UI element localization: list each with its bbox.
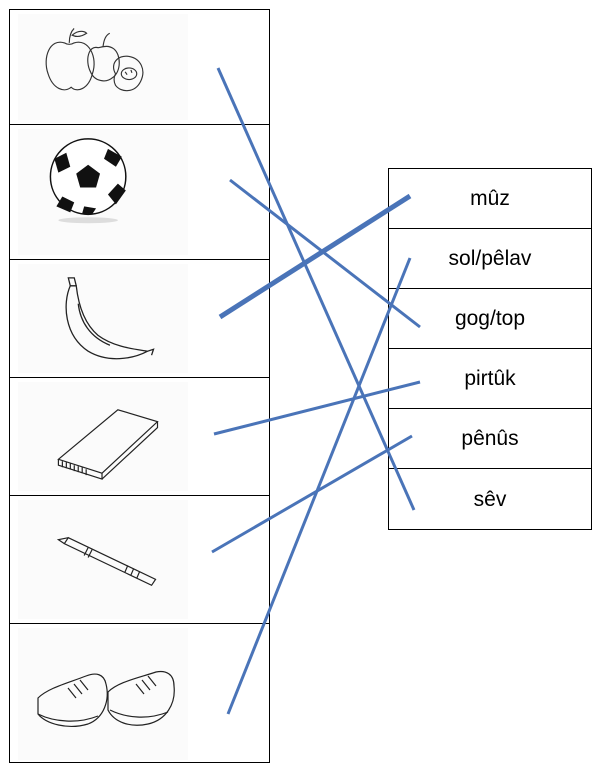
word-cell: mûz xyxy=(389,169,591,229)
picture-cell-ball xyxy=(10,125,269,260)
picture-cell-pen xyxy=(10,496,269,624)
word-cell: sêv xyxy=(473,488,507,511)
word-cell: gog/top xyxy=(389,289,591,349)
picture-cell-sneakers xyxy=(10,624,269,764)
notebook-icon xyxy=(18,382,188,491)
word-cell: pirtûk xyxy=(389,349,591,409)
picture-cell-banana xyxy=(10,260,269,378)
soccer-ball-icon xyxy=(18,129,188,255)
picture-cell-apple xyxy=(10,10,269,125)
word-cell: pênûs xyxy=(389,409,591,469)
banana-icon xyxy=(18,264,188,373)
pen-icon xyxy=(18,500,188,619)
picture-cell-notebook xyxy=(10,378,269,496)
sneakers-icon xyxy=(18,628,188,760)
picture-column xyxy=(9,9,270,763)
word-cell: sol/pêlav xyxy=(389,229,591,289)
word-column: mûz sol/pêlav gog/top pirtûk pênûs sêv xyxy=(388,168,592,530)
apple-icon xyxy=(18,14,188,120)
